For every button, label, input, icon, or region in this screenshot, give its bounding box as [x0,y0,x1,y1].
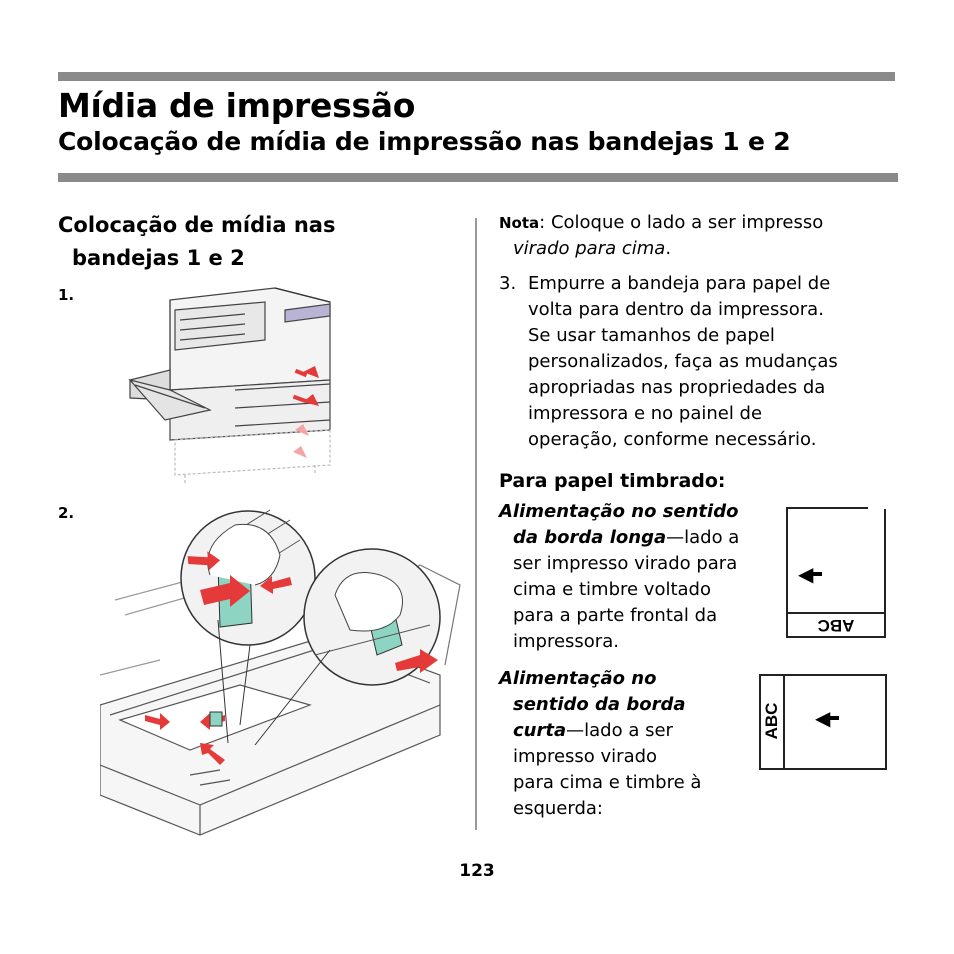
long-edge-paragraph: Alimentação no sentido da borda longa—la… [499,499,774,655]
short-edge-diagram: ABC ◀ [759,674,887,770]
short-edge-text: —lado a ser [566,720,673,741]
step-2-number: 2. [58,504,75,522]
long-edge-text: —lado a [666,527,740,548]
arrow-left-icon: ◀ [798,562,814,586]
printer-illustration [128,287,331,485]
step-3-line: personalizados, faça as mudanças [528,351,838,372]
page-title: Mídia de impressão [58,86,416,125]
top-rule [58,72,895,81]
step-3-line: Se usar tamanhos de papel [528,325,775,346]
short-edge-line: esquerda: [513,798,603,819]
letterhead-heading: Para papel timbrado: [499,470,726,492]
step-3-line: apropriadas nas propriedades da [528,377,826,398]
note-label: Nota [499,214,540,232]
section-heading-line1: Colocação de mídia nas [58,213,336,237]
long-edge-line: para a parte frontal da [513,605,718,626]
note-emphasis: virado para cima [513,238,666,259]
step-3-line: Empurre a bandeja para papel de [528,273,831,294]
short-edge-line: para cima e timbre à [513,772,702,793]
tray-illustration [100,509,461,836]
abc-label: ABC [817,616,855,635]
step-3-number: 3. [499,273,517,294]
step-3-text: Empurre a bandeja para papel de volta pa… [528,271,898,453]
step-3-line: volta para dentro da impressora. [528,299,824,320]
section-heading-line2: bandejas 1 e 2 [72,246,245,270]
section-heading: Colocação de mídia nas bandejas 1 e 2 [58,209,335,275]
step-3-line: impressora e no painel de [528,403,763,424]
long-edge-title-2: da borda longa [513,527,667,548]
note-period: . [665,238,672,259]
arrow-left-icon: ◀ [815,706,831,730]
step-3-line: operação, conforme necessário. [528,429,817,450]
note-paragraph: Nota: Coloque o lado a ser impresso vira… [499,210,899,262]
short-edge-title-3: curta [513,720,567,741]
long-edge-line: impressora. [513,631,619,652]
long-edge-diagram: ABC ◀ [786,507,886,638]
short-edge-title: Alimentação no [499,668,657,689]
page-number: 123 [459,861,495,881]
long-edge-line: cima e timbre voltado [513,579,711,600]
column-divider [475,218,477,830]
header-bottom-rule [58,173,898,182]
step-1-number: 1. [58,286,75,304]
abc-label: ABC [762,702,781,740]
long-edge-line: ser impresso virado para [513,553,738,574]
long-edge-title: Alimentação no sentido [499,501,739,522]
short-edge-paragraph: Alimentação no sentido da borda curta—la… [499,666,744,822]
note-text: : Coloque o lado a ser impresso [539,212,824,233]
short-edge-line: impresso virado [513,746,658,767]
page-subtitle: Colocação de mídia de impressão nas band… [58,127,791,156]
short-edge-title-2: sentido da borda [513,694,686,715]
